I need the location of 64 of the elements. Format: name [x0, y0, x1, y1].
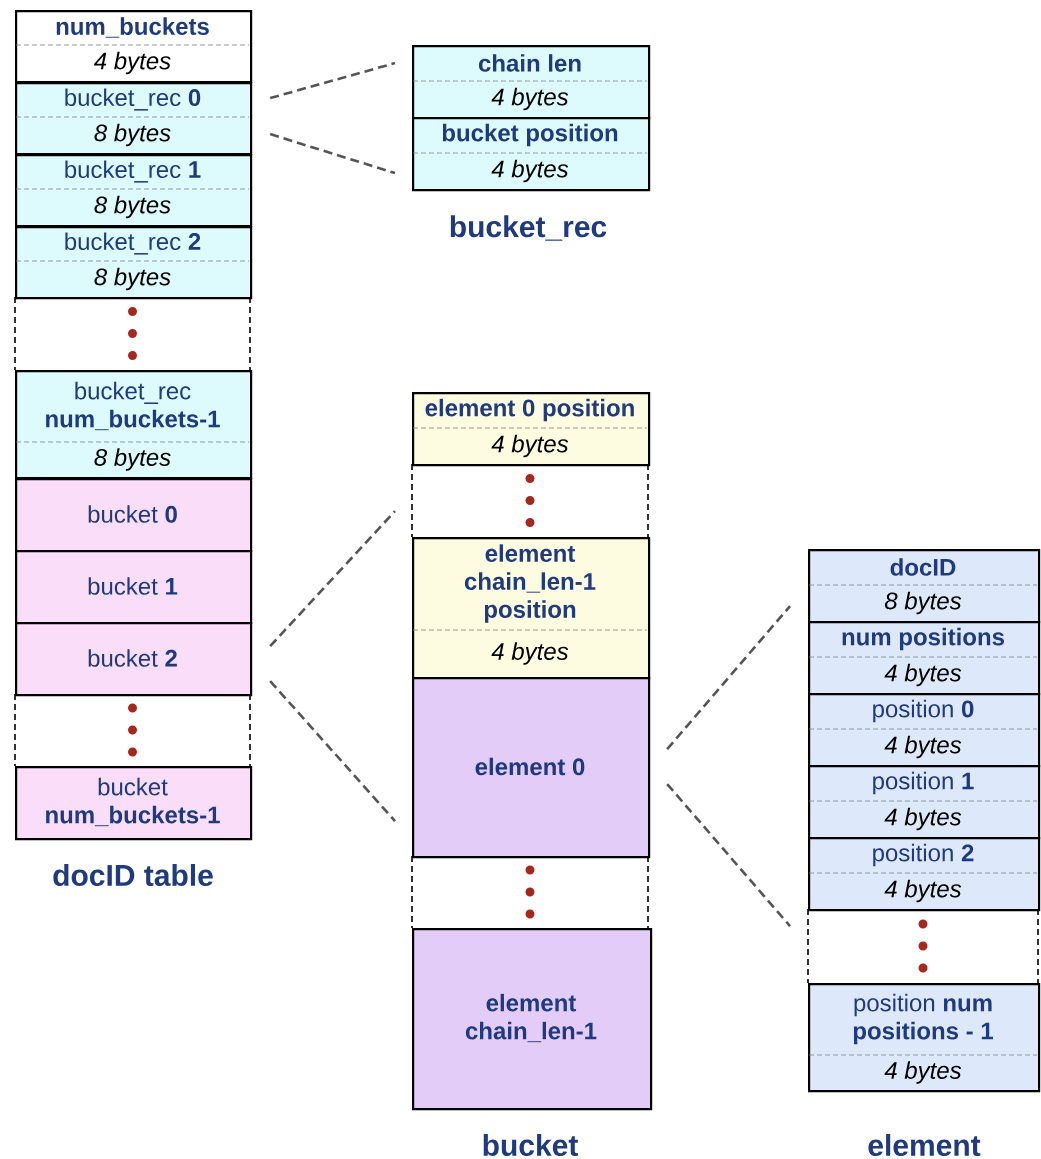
field-size: 8 bytes [94, 448, 171, 471]
record-box [412, 537, 651, 680]
zoom-line [269, 132, 396, 175]
record-box [808, 549, 1041, 624]
record-box [15, 370, 253, 480]
field-name: position 1 [873, 771, 974, 795]
record-box [15, 622, 253, 697]
field-name: element 0 position [425, 398, 634, 422]
field-size: 4 bytes [93, 51, 171, 75]
field-name: bucket_rec num_buckets-1 [46, 381, 220, 431]
record-box [15, 766, 253, 841]
field-name: element 0 [475, 757, 585, 776]
record-box [808, 983, 1041, 1093]
zoom-line [269, 510, 396, 647]
field-size: 4 bytes [884, 735, 962, 759]
field-size: 8 bytes [884, 591, 962, 615]
record-box [808, 765, 1041, 840]
record-box [15, 10, 253, 84]
field-name: element chain_len-1 position [464, 544, 596, 623]
zoom-line [269, 680, 396, 822]
zoom-line [666, 605, 791, 750]
structure-caption: element [868, 1134, 981, 1157]
field-size: 4 bytes [491, 642, 569, 665]
field-name: bucket position [442, 123, 618, 147]
field-size: 4 bytes [491, 159, 569, 183]
field-name: num positions [842, 627, 1004, 651]
zoom-line [666, 783, 791, 927]
field-name: bucket 2 [88, 649, 177, 667]
record-box [15, 478, 253, 553]
field-size: 4 bytes [491, 87, 569, 111]
field-name: bucket 0 [88, 505, 177, 523]
record-box [15, 82, 253, 156]
field-name: bucket_rec 2 [65, 232, 201, 255]
record-box [412, 677, 651, 859]
field-size: 8 bytes [94, 195, 171, 219]
zoom-line [269, 61, 396, 100]
field-name: bucket_rec 1 [65, 160, 201, 183]
field-size: 4 bytes [884, 663, 962, 687]
record-box [412, 392, 651, 467]
field-name: element chain_len-1 [465, 993, 597, 1043]
field-name: position 2 [873, 843, 974, 867]
field-name: num_buckets [56, 17, 209, 38]
field-name: bucket 1 [88, 577, 178, 595]
record-box [808, 693, 1041, 768]
field-name: position 0 [873, 699, 974, 723]
record-box [412, 928, 653, 1111]
field-size: 4 bytes [884, 1061, 962, 1084]
field-name: bucket_rec 0 [65, 88, 201, 111]
record-box [808, 837, 1041, 912]
field-name: chain len [478, 54, 581, 72]
record-box [412, 45, 651, 120]
record-box [15, 550, 253, 625]
field-name: bucket num_buckets-1 [46, 777, 220, 827]
record-box [15, 226, 253, 300]
field-size: 4 bytes [884, 807, 962, 831]
field-size: 4 bytes [491, 434, 569, 458]
field-size: 8 bytes [94, 267, 171, 291]
record-box [15, 154, 253, 228]
field-size: 8 bytes [94, 123, 171, 147]
record-box [808, 621, 1041, 696]
field-name: docID [890, 558, 956, 576]
record-box [412, 117, 651, 192]
field-name: position num positions - 1 [853, 993, 993, 1045]
field-size: 4 bytes [884, 879, 962, 903]
